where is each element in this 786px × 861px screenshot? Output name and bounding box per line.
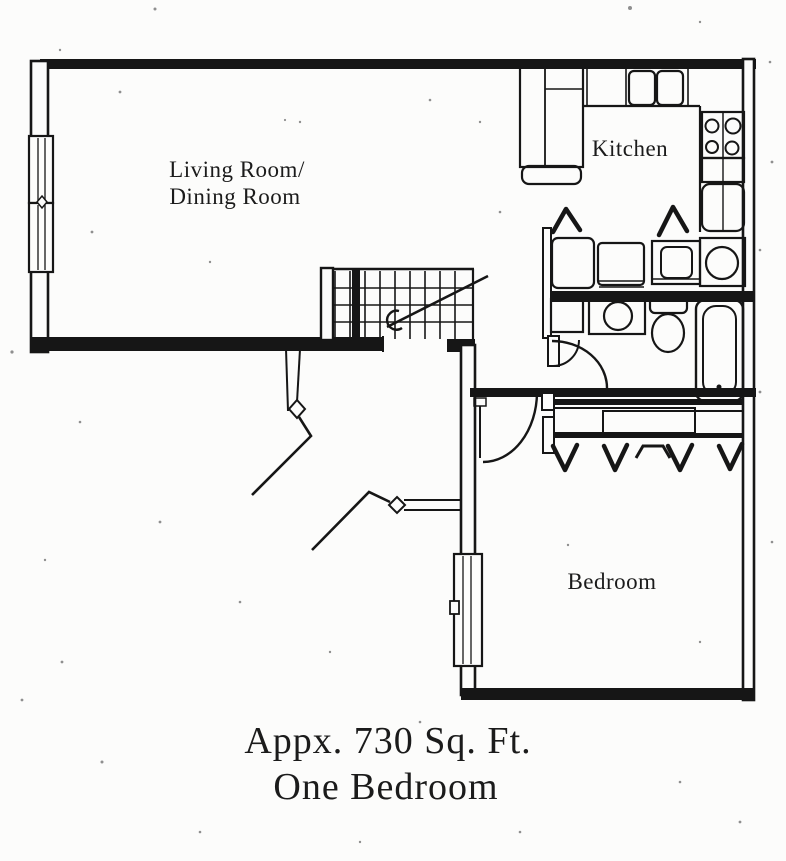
bedroom-door	[473, 392, 555, 464]
stove-burner	[704, 118, 720, 134]
laundry-sink	[698, 236, 747, 288]
toilet	[648, 294, 689, 354]
bath-left-wall	[542, 227, 552, 339]
living-label-line2: Dining Room	[169, 184, 300, 209]
stove-burner	[724, 140, 740, 156]
stair-direction-line	[386, 274, 489, 329]
clothes-hanger-icon	[550, 442, 580, 473]
entry-door-2	[311, 490, 461, 551]
window-latch	[36, 194, 48, 210]
staircase	[319, 266, 489, 342]
bedroom-bottom-wall	[461, 688, 754, 700]
stair-direction-hook	[385, 309, 403, 331]
stove	[700, 110, 746, 160]
bedroom-label: Bedroom	[567, 569, 656, 594]
stair-landing-bar	[352, 270, 360, 338]
utility-cabinet	[550, 236, 596, 290]
bathtub	[694, 298, 745, 403]
kitchen-counter-arm-cap	[520, 164, 583, 186]
door-knob	[287, 398, 307, 420]
kitchen-double-sink-right	[655, 69, 685, 107]
window-latch	[449, 600, 460, 615]
clothes-hanger-icon	[665, 442, 695, 473]
bath-bottom-wall	[470, 388, 756, 397]
kitchen-label: Kitchen	[592, 136, 668, 161]
door-knob	[387, 495, 407, 515]
bathroom-door	[547, 335, 609, 389]
washer-dryer-appliance	[650, 239, 702, 286]
vanity-sink	[587, 295, 647, 336]
clothes-hanger-icon	[550, 206, 583, 235]
kitchen-left-counter-arm	[518, 65, 585, 169]
clothes-hanger-icon	[601, 442, 630, 473]
living-bottom-wall	[31, 337, 384, 351]
caption-sqft: Appx. 730 Sq. Ft.	[244, 720, 531, 762]
bath-cabinet	[549, 297, 585, 334]
utility-row	[550, 204, 747, 290]
closet-hangers	[550, 441, 745, 473]
bedroom-window	[449, 552, 484, 668]
entry-door-1	[251, 348, 313, 496]
clothes-hanger-icon	[656, 204, 690, 238]
closet-sliding-doors	[553, 407, 744, 438]
living-label-line1: Living Room/	[169, 157, 305, 182]
bathroom	[547, 294, 745, 403]
closet-top-wall	[553, 399, 743, 405]
caption-bedrooms: One Bedroom	[273, 766, 498, 808]
bathroom-door-small-arc	[552, 339, 580, 367]
stair-left-wall	[319, 266, 335, 342]
kitchen-double-sink-left	[627, 69, 657, 107]
kitchen-bath-divider-wall	[543, 291, 754, 302]
caption: Appx. 730 Sq. Ft. One Bedroom	[244, 720, 531, 808]
living-window-2	[27, 201, 55, 274]
scan-noise-speckles	[10, 6, 774, 844]
clothes-hanger-icon	[716, 441, 745, 472]
living-window-1	[27, 134, 55, 205]
stove-burner	[705, 140, 719, 154]
kitchen: Kitchen	[518, 65, 746, 233]
bedroom-door-swing-arc	[482, 392, 539, 464]
entry-doors	[251, 336, 461, 551]
top-wall	[40, 59, 756, 69]
door-swing-lines	[311, 490, 391, 551]
bathroom-door-swing-arc	[551, 339, 609, 389]
utility-counter	[596, 241, 646, 287]
living-dining: Living Room/ Dining Room	[27, 134, 305, 274]
bedroom: Bedroom	[449, 392, 745, 668]
stove-burner	[724, 117, 742, 135]
door-swing-lines	[251, 416, 313, 496]
closet-shelf-bracket	[634, 444, 672, 459]
